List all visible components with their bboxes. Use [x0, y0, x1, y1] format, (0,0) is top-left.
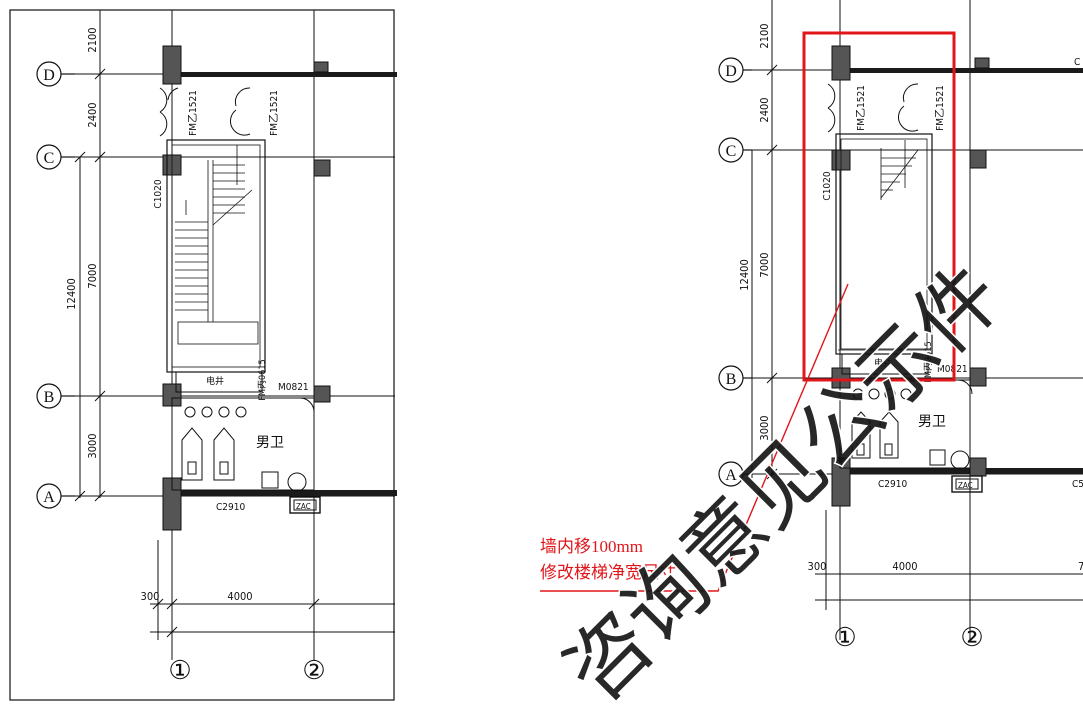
right-axis-label-1: ① [833, 623, 856, 652]
left-window-label-2: C2910 [216, 502, 245, 513]
right-toilet-label: 男卫 [918, 415, 946, 430]
right-dim-12400: 12400 [738, 259, 751, 290]
left-dim-7000: 7000 [86, 263, 99, 288]
right-door-label-1: FM乙1521 [855, 85, 867, 131]
right-dim-70: 70 [1078, 560, 1083, 573]
right-walls [835, 68, 1083, 474]
right-door-label-2: FM乙1521 [934, 85, 946, 131]
right-dim-300: 300 [808, 560, 827, 573]
right-floor-plan [718, 0, 1083, 640]
left-dim-ticks [74, 68, 106, 502]
left-axis-label-C: C [44, 150, 55, 167]
left-fixtures [181, 406, 321, 514]
right-axis-bubbles [718, 57, 752, 487]
right-dim-7000: 7000 [758, 252, 771, 277]
right-doors [827, 83, 973, 395]
left-axis-label-1: ① [168, 656, 191, 685]
left-stair-core-inner [171, 144, 261, 368]
left-shaft-door-label: FM丙0615 [257, 359, 268, 400]
left-door-label-3: M0821 [278, 382, 309, 393]
right-dim-4000: 4000 [892, 560, 917, 573]
watermark: 咨询意见公示件 [548, 248, 1018, 706]
annotation-line-1: 墙内移100mm [540, 537, 643, 556]
right-dim-3000: 3000 [758, 415, 771, 440]
left-shaft-label: 电井 [206, 375, 224, 387]
highlight-box [802, 31, 956, 382]
left-toilet-room [171, 397, 315, 491]
right-dim-2400: 2400 [758, 97, 771, 122]
right-stair-core-inner [840, 138, 928, 350]
right-shaft-door-label: FM丙0615 [923, 341, 934, 382]
right-edge-label: C [1074, 57, 1080, 68]
left-dim-4000: 4000 [227, 590, 252, 603]
right-stair-treads [838, 140, 930, 351]
left-dim-2100: 2100 [86, 27, 99, 52]
red-markup: 墙内移100mm 修改楼梯净宽尺寸 [540, 31, 956, 592]
left-axis-label-B: B [44, 389, 55, 406]
left-door-label-1: FM乙1521 [187, 90, 199, 136]
left-dim-bottom-ticks [152, 598, 320, 638]
right-axis-label-D: D [725, 63, 737, 80]
left-labels: D C B A ① ② 2100 2400 7000 12400 3000 30… [43, 27, 325, 685]
right-axis-label-B: B [726, 371, 737, 388]
right-labels: D C B A ① ② 2100 2400 7000 12400 3000 30… [725, 23, 1083, 652]
right-fixtures [851, 388, 983, 493]
right-shaft-box [841, 353, 929, 375]
right-door-label-3: M0821 [937, 364, 968, 375]
right-shaft-label: 电井 [874, 357, 892, 369]
left-stair-landing [177, 321, 259, 345]
left-stair-treads [175, 145, 253, 322]
right-dim-2100: 2100 [758, 23, 771, 48]
left-frame [9, 9, 395, 701]
left-axis-label-D: D [43, 67, 55, 84]
right-axis-label-C: C [726, 143, 737, 160]
right-window-label-2: C2910 [878, 479, 907, 490]
left-axis-label-A: A [43, 489, 55, 506]
left-floor-plan [9, 9, 397, 701]
leader-line [540, 283, 849, 592]
left-doors [159, 87, 315, 413]
right-equipment-label: ZAC [958, 481, 973, 490]
left-dim-300: 300 [141, 590, 160, 603]
left-axis-bubbles [36, 61, 75, 509]
right-window-label-1: C1020 [822, 171, 833, 200]
left-equipment-label: ZAC [296, 502, 311, 511]
right-axis-label-2: ② [960, 623, 983, 652]
left-stair-core [166, 139, 266, 373]
right-axis-label-A: A [725, 467, 737, 484]
left-toilet-label: 男卫 [256, 436, 284, 451]
right-dim-ticks [766, 64, 778, 480]
annotation-line-2: 修改楼梯净宽尺寸 [540, 563, 676, 582]
left-dim-12400: 12400 [65, 278, 78, 309]
left-shaft-box [175, 371, 263, 393]
right-window-label-3: C5 [1072, 479, 1083, 490]
left-dim-2400: 2400 [86, 102, 99, 127]
left-door-label-2: FM乙1521 [268, 90, 280, 136]
left-dim-3000: 3000 [86, 433, 99, 458]
left-window-label-1: C1020 [153, 179, 164, 208]
left-walls [165, 72, 397, 496]
left-axis-label-2: ② [302, 656, 325, 685]
